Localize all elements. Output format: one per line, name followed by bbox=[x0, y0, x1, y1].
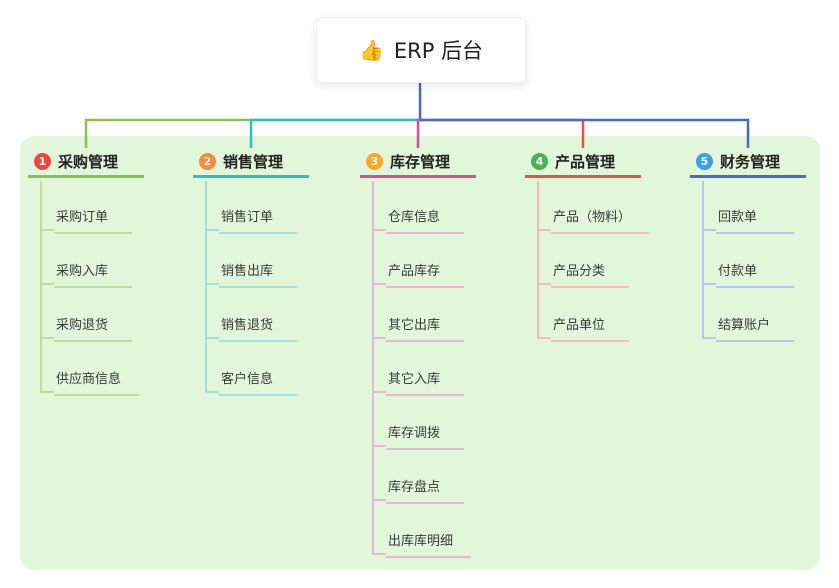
child-topic[interactable]: 产品单位 bbox=[537, 314, 629, 342]
child-connector-tick bbox=[205, 283, 219, 285]
child-topic[interactable]: 其它入库 bbox=[372, 368, 464, 396]
branch-3: 3 库存管理仓库信息产品库存其它出库其它入库库存调拨库存盘点出库库明细 bbox=[360, 148, 520, 558]
child-topic-label: 客户信息 bbox=[219, 371, 297, 396]
child-topic-label: 其它出库 bbox=[386, 317, 464, 342]
child-connector-tick bbox=[372, 499, 386, 501]
branch-child-connector-line bbox=[537, 181, 539, 339]
branch-4: 4 产品管理产品（物料） 产品分类产品单位 bbox=[525, 148, 685, 342]
child-connector-tick bbox=[702, 337, 716, 339]
child-connector-tick bbox=[205, 391, 219, 393]
child-connector-tick bbox=[537, 283, 551, 285]
child-topic[interactable]: 采购退货 bbox=[40, 314, 132, 342]
child-topic-label: 产品库存 bbox=[386, 263, 464, 288]
branch-label: 财务管理 bbox=[720, 153, 781, 171]
child-topic-label: 采购退货 bbox=[54, 317, 132, 342]
child-topic-label: 结算账户 bbox=[716, 317, 794, 342]
branch-topic[interactable]: 4 产品管理 bbox=[525, 148, 641, 178]
child-connector-tick bbox=[702, 229, 716, 231]
child-connector-tick bbox=[372, 391, 386, 393]
branch-1: 1 采购管理采购订单采购入库采购退货供应商信息 bbox=[28, 148, 188, 396]
child-topic-label: 其它入库 bbox=[386, 371, 464, 396]
child-topic[interactable]: 结算账户 bbox=[702, 314, 794, 342]
child-connector-tick bbox=[40, 283, 54, 285]
child-connector-tick bbox=[372, 283, 386, 285]
child-topic-label: 销售退货 bbox=[219, 317, 297, 342]
branch-number-badge: 3 bbox=[366, 153, 383, 170]
child-topic[interactable]: 供应商信息 bbox=[40, 368, 140, 396]
child-topic-label: 产品单位 bbox=[551, 317, 629, 342]
branch-child-connector-line bbox=[205, 181, 207, 393]
child-topic[interactable]: 客户信息 bbox=[205, 368, 297, 396]
child-topic-label: 仓库信息 bbox=[386, 209, 464, 234]
branch-number-badge: 2 bbox=[199, 153, 216, 170]
child-connector-tick bbox=[537, 229, 551, 231]
child-topic[interactable]: 产品分类 bbox=[537, 260, 629, 288]
child-topic[interactable]: 销售出库 bbox=[205, 260, 297, 288]
branch-label: 产品管理 bbox=[555, 153, 616, 171]
branch-2: 2 销售管理销售订单销售出库销售退货客户信息 bbox=[193, 148, 353, 396]
child-topic[interactable]: 销售退货 bbox=[205, 314, 297, 342]
child-topic-label: 供应商信息 bbox=[54, 371, 140, 396]
branch-topic[interactable]: 5 财务管理 bbox=[690, 148, 806, 178]
child-connector-tick bbox=[372, 553, 386, 555]
child-connector-tick bbox=[372, 337, 386, 339]
child-topic-label: 销售出库 bbox=[219, 263, 297, 288]
child-topic-label: 采购入库 bbox=[54, 263, 132, 288]
child-topic-label: 出库库明细 bbox=[386, 533, 472, 558]
child-connector-tick bbox=[702, 283, 716, 285]
child-topic[interactable]: 产品库存 bbox=[372, 260, 464, 288]
child-topic-label: 库存调拨 bbox=[386, 425, 464, 450]
child-topic[interactable]: 其它出库 bbox=[372, 314, 464, 342]
branch-number-badge: 5 bbox=[696, 153, 713, 170]
child-connector-tick bbox=[372, 229, 386, 231]
root-node[interactable]: 👍 ERP 后台 bbox=[316, 17, 526, 83]
branch-topic[interactable]: 3 库存管理 bbox=[360, 148, 476, 178]
root-label: ERP 后台 bbox=[393, 39, 484, 63]
child-topic[interactable]: 仓库信息 bbox=[372, 206, 464, 234]
child-topic-label: 产品（物料） bbox=[551, 209, 650, 234]
child-connector-tick bbox=[372, 445, 386, 447]
child-topic[interactable]: 出库库明细 bbox=[372, 530, 472, 558]
branch-child-connector-line bbox=[40, 181, 42, 393]
child-topic[interactable]: 库存调拨 bbox=[372, 422, 464, 450]
child-topic[interactable]: 付款单 bbox=[702, 260, 794, 288]
branch-topic[interactable]: 1 采购管理 bbox=[28, 148, 144, 178]
child-connector-tick bbox=[205, 337, 219, 339]
branch-5: 5 财务管理回款单付款单结算账户 bbox=[690, 148, 839, 342]
child-connector-tick bbox=[537, 337, 551, 339]
child-topic[interactable]: 产品（物料） bbox=[537, 206, 650, 234]
branch-number-badge: 4 bbox=[531, 153, 548, 170]
child-connector-tick bbox=[40, 229, 54, 231]
child-topic-label: 销售订单 bbox=[219, 209, 297, 234]
child-connector-tick bbox=[40, 391, 54, 393]
branch-child-connector-line bbox=[372, 181, 374, 555]
child-topic[interactable]: 采购订单 bbox=[40, 206, 132, 234]
branch-label: 销售管理 bbox=[223, 153, 284, 171]
child-topic-label: 付款单 bbox=[716, 263, 794, 288]
child-topic-label: 产品分类 bbox=[551, 263, 629, 288]
branch-label: 库存管理 bbox=[390, 153, 451, 171]
child-topic[interactable]: 销售订单 bbox=[205, 206, 297, 234]
child-topic[interactable]: 库存盘点 bbox=[372, 476, 464, 504]
branch-topic[interactable]: 2 销售管理 bbox=[193, 148, 309, 178]
branch-label: 采购管理 bbox=[58, 153, 119, 171]
child-topic-label: 采购订单 bbox=[54, 209, 132, 234]
thumbs-up-icon: 👍 bbox=[358, 38, 384, 62]
child-topic[interactable]: 回款单 bbox=[702, 206, 794, 234]
child-topic-label: 库存盘点 bbox=[386, 479, 464, 504]
child-topic-label: 回款单 bbox=[716, 209, 794, 234]
background-panel bbox=[20, 136, 820, 570]
child-connector-tick bbox=[205, 229, 219, 231]
branch-number-badge: 1 bbox=[34, 153, 51, 170]
child-connector-tick bbox=[40, 337, 54, 339]
child-topic[interactable]: 采购入库 bbox=[40, 260, 132, 288]
branch-child-connector-line bbox=[702, 181, 704, 339]
